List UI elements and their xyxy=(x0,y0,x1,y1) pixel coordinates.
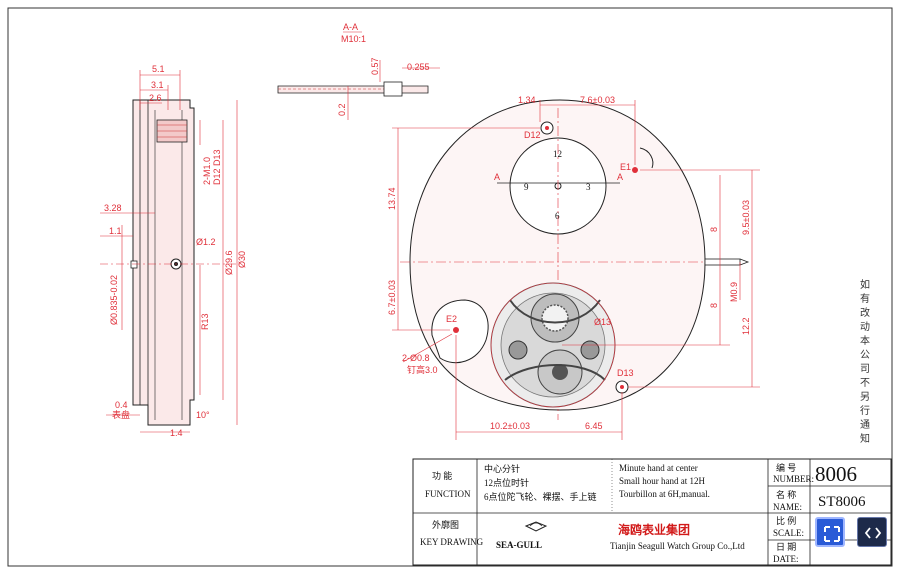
dim-side-6: 3.28 xyxy=(104,203,122,213)
dim-section-1: 0.57 xyxy=(370,57,380,75)
dim-side-10: Ø30 xyxy=(237,251,247,268)
dim-front-6: 9.5±0.03 xyxy=(741,200,751,235)
dim-front-1: 1.34 xyxy=(518,95,536,105)
dim-front-8: M0.9 xyxy=(729,282,739,302)
title-block: 功 能 FUNCTION 中心分针 12点位时针 6点位陀飞轮、裸摆、手上链 M… xyxy=(412,458,892,566)
name-label-en: NAME: xyxy=(773,502,802,512)
scale-label-cn: 比 例 xyxy=(776,515,796,526)
dim-side-3: 2.6 xyxy=(149,93,162,103)
section-title: A-A xyxy=(343,22,358,32)
dim-side-7: 1.1 xyxy=(109,226,122,236)
number-label-cn: 编 号 xyxy=(776,462,796,473)
fit-screen-button[interactable] xyxy=(815,517,845,547)
label-a-right: A xyxy=(617,172,623,182)
section-scale: M10:1 xyxy=(341,34,366,44)
dim-side-14: 表盘 xyxy=(112,409,130,420)
company-name-en: Tianjin Seagull Watch Group Co.,Ltd xyxy=(610,541,745,551)
dim-section-2: 0.255 xyxy=(407,62,430,72)
function-desc-en-3: Tourbillon at 6H,manual. xyxy=(619,489,710,499)
label-pin-height: 钉高3.0 xyxy=(407,364,438,375)
number-label-en: NUMBER: xyxy=(773,474,814,484)
key-drawing-cn: 外廓图 xyxy=(432,519,459,530)
dim-side-5: D12 D13 xyxy=(212,149,222,185)
brand-name: SEA-GULL xyxy=(496,540,542,550)
dim-front-3: 13.74 xyxy=(387,187,397,210)
dim-section-3: 0.2 xyxy=(337,103,347,116)
dim-side-15: 1.4 xyxy=(170,428,183,438)
dim-front-7: 8 xyxy=(709,303,719,308)
dim-front-11: 6.45 xyxy=(585,421,603,431)
function-desc-cn-1: 中心分针 xyxy=(484,463,520,474)
date-label-cn: 日 期 xyxy=(776,542,796,552)
name-label-cn: 名 称 xyxy=(776,489,796,500)
dim-side-8: Ø1.2 xyxy=(196,237,216,247)
function-label-en: FUNCTION xyxy=(425,489,471,499)
label-2-phi-0-8: 2-Ø0.8 xyxy=(402,353,430,363)
label-d13: D13 xyxy=(617,368,634,378)
dial-12: 12 xyxy=(553,149,562,159)
dim-side-4: 2-M1.0 xyxy=(202,157,212,185)
front-view: 12 3 6 9 A A xyxy=(387,95,760,440)
function-label-cn: 功 能 xyxy=(432,470,452,481)
dim-front-9: 12.2 xyxy=(741,317,751,335)
dim-side-1: 5.1 xyxy=(152,64,165,74)
label-a-left: A xyxy=(494,172,500,182)
dial-3: 3 xyxy=(586,182,591,192)
side-view: 5.1 3.1 2.6 2-M1.0 D12 D13 3.28 1.1 Ø1.2… xyxy=(100,64,247,438)
dim-side-16: 10° xyxy=(196,410,210,420)
chevron-nav-icon xyxy=(864,527,882,539)
dim-side-11: Ø0.835-0.02 xyxy=(109,275,119,325)
dim-side-13: 0.4 xyxy=(115,400,128,410)
dim-side-9: Ø29.6 xyxy=(224,250,234,275)
dim-front-2: 7.6±0.03 xyxy=(580,95,615,105)
dim-front-5: 8 xyxy=(709,227,719,232)
side-note-text: 如有改动本公司不另行通知 xyxy=(860,278,870,445)
function-desc-en-1: Minute hand at center xyxy=(619,463,698,473)
function-desc-cn-3: 6点位陀飞轮、裸摆、手上链 xyxy=(484,491,597,502)
section-view: A-A M10:1 0.57 0.255 0.2 xyxy=(277,22,440,120)
function-desc-cn-2: 12点位时针 xyxy=(484,477,529,488)
date-label-en: DATE: xyxy=(773,554,799,564)
side-note: 如有改动本公司不另行通知 xyxy=(860,278,870,445)
dim-side-2: 3.1 xyxy=(151,80,164,90)
fit-screen-icon xyxy=(824,526,840,542)
scale-label-en: SCALE: xyxy=(773,528,804,538)
function-desc-en-2: Small hour hand at 12H xyxy=(619,476,705,486)
name-value: ST8006 xyxy=(818,494,866,510)
label-e2: E2 xyxy=(446,314,457,324)
label-d12: D12 xyxy=(524,130,541,140)
dial-6: 6 xyxy=(555,211,560,221)
company-name-cn: 海鸥表业集团 xyxy=(618,522,690,537)
tourbillon-illustration xyxy=(490,282,616,408)
nav-button[interactable] xyxy=(857,517,887,547)
dim-front-10: 10.2±0.03 xyxy=(490,421,530,431)
key-drawing-en: KEY DRAWING xyxy=(420,537,484,547)
label-e1: E1 xyxy=(620,162,631,172)
dim-front-12: Ø13 xyxy=(594,317,611,327)
number-value: 8006 xyxy=(815,462,857,486)
dim-side-12: R13 xyxy=(200,313,210,330)
seagull-logo xyxy=(524,521,548,532)
dim-front-4: 6.7±0.03 xyxy=(387,280,397,315)
dial-9: 9 xyxy=(524,182,529,192)
